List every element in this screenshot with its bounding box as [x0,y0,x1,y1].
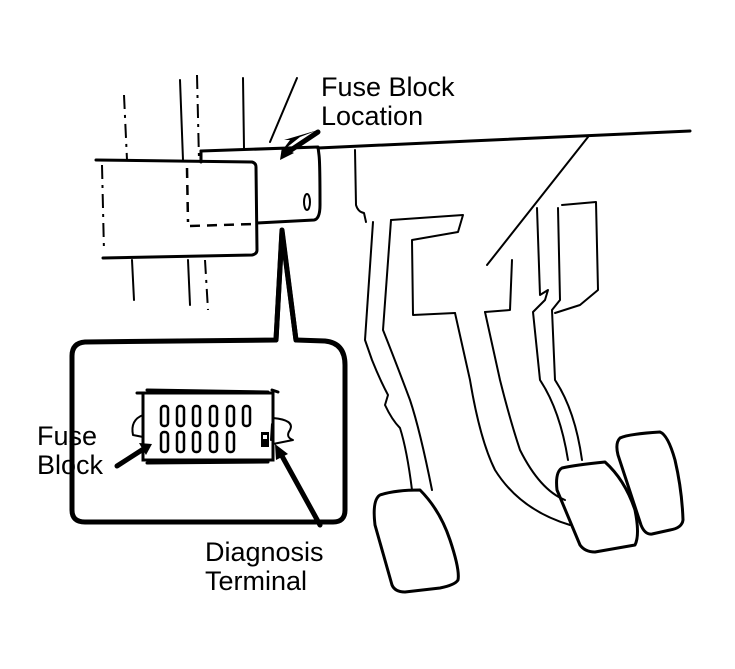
fuse-block-arrow [114,445,148,469]
dash-lower-edge [316,129,692,266]
center-pedal-pad [555,460,639,554]
fuse-block-location-bracket [199,77,322,225]
clutch-pedal-arm [454,311,571,526]
steering-column [123,74,245,311]
label-fuse-block: Fuse Block [37,421,104,480]
diagnosis-terminal-arrow [279,453,323,528]
accelerator-pedal-pad [615,430,685,536]
fuse-row-top [159,404,252,428]
brake-pedal-pad [372,488,460,594]
brake-pedal-arm [364,214,513,491]
diagnosis-terminal [261,423,273,447]
label-diagnosis-terminal: Diagnosis Terminal [205,537,324,596]
fuse-block-inset [131,229,299,465]
inset-callout-pointer [69,227,348,525]
pedal-pads [372,430,685,594]
accelerator-pedal-arm [532,201,599,461]
label-fuse-block-location: Fuse Block Location [321,72,455,131]
fuse-row-bottom [159,430,236,454]
knee-bolster [94,158,259,260]
arrows [114,129,323,528]
